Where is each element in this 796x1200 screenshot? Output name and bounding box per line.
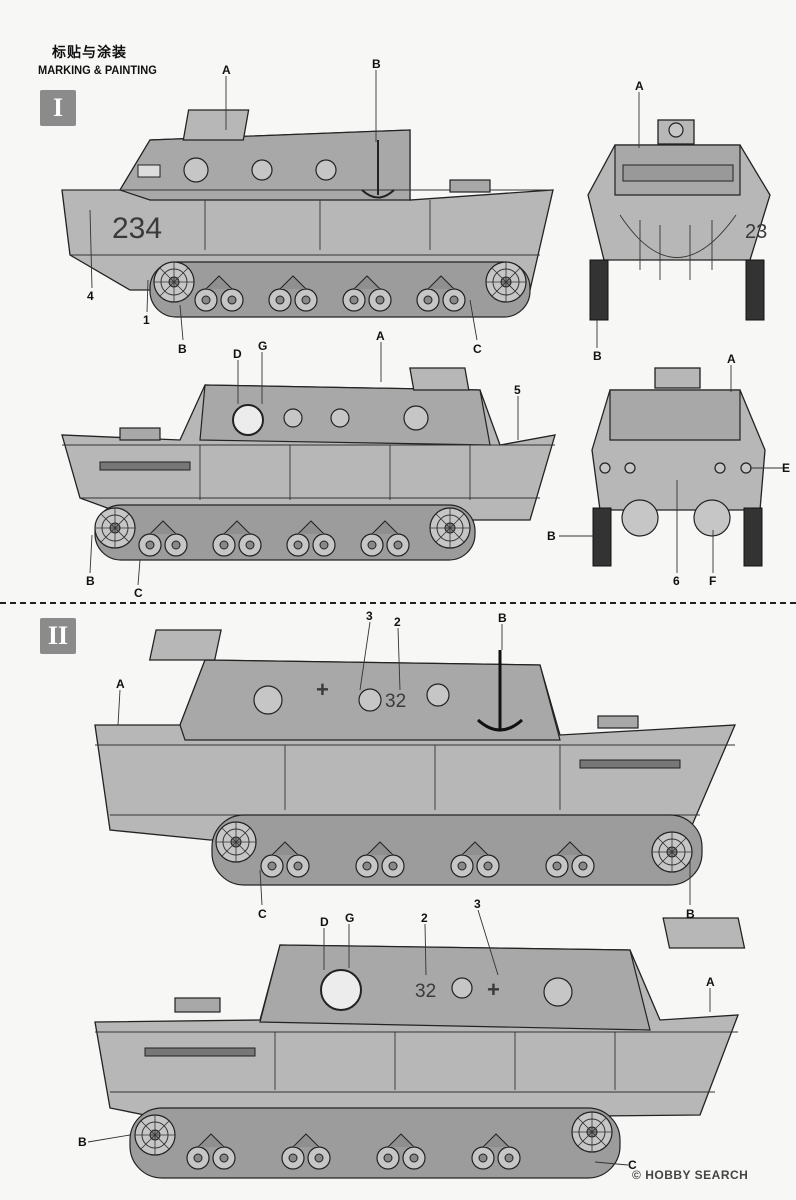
callout-b: B — [178, 342, 187, 356]
callout-f: F — [709, 574, 716, 588]
callout-b: B — [78, 1135, 87, 1149]
vehicle-i-right-side-view: 234 — [61, 109, 554, 318]
callout-2: 2 — [394, 615, 401, 629]
balkenkreuz-cross-left: + — [487, 977, 500, 1002]
callout-labels: A B 4 1 B C A B D G A 5 B C A E B 6 F A … — [78, 57, 790, 1172]
hull-number-32: 32 — [385, 691, 406, 712]
callout-g: G — [258, 339, 267, 353]
callout-3: 3 — [474, 897, 481, 911]
vehicle-i-front-view: 23 — [587, 119, 771, 321]
callout-g: G — [345, 911, 354, 925]
callout-b: B — [547, 529, 556, 543]
callout-a: A — [116, 677, 125, 691]
hull-number-234: 234 — [112, 212, 162, 245]
callout-a: A — [222, 63, 231, 77]
life-ring-icon — [232, 404, 264, 436]
life-ring-icon — [320, 969, 362, 1011]
vehicle-ii-right-side-view: 32 + — [94, 629, 737, 886]
balkenkreuz-cross: + — [316, 677, 329, 702]
callout-a: A — [727, 352, 736, 366]
callout-1: 1 — [143, 313, 150, 327]
callout-b: B — [498, 611, 507, 625]
callout-a: A — [635, 79, 644, 93]
callout-a: A — [706, 975, 715, 989]
section-badge-ii: II — [40, 618, 76, 654]
callout-b: B — [593, 349, 602, 363]
callout-d: D — [320, 915, 329, 929]
section-divider — [0, 602, 796, 604]
callout-3: 3 — [366, 609, 373, 623]
vehicle-i-rear-view — [591, 367, 766, 567]
callout-c: C — [628, 1158, 637, 1172]
callout-c: C — [258, 907, 267, 921]
anchor-decal-icon — [361, 140, 395, 199]
callout-e: E — [782, 461, 790, 475]
watermark-hobby-search: © HOBBY SEARCH — [632, 1168, 749, 1182]
section-badge-i: I — [40, 90, 76, 126]
hull-number-32-left: 32 — [415, 981, 436, 1002]
callout-4: 4 — [87, 289, 94, 303]
marking-title-chinese: 标贴与涂装 — [52, 44, 127, 60]
anchor-decal-icon — [476, 650, 524, 732]
callout-2: 2 — [421, 911, 428, 925]
copyright-icon: © — [632, 1168, 642, 1182]
callout-b: B — [372, 57, 381, 71]
callout-5: 5 — [514, 383, 521, 397]
front-view-hull-number: 23 — [745, 221, 767, 243]
callout-6: 6 — [673, 574, 680, 588]
callout-a: A — [376, 329, 385, 343]
callout-b: B — [86, 574, 95, 588]
vehicle-ii-left-side-view: 32 + — [94, 917, 746, 1179]
vehicle-i-left-side-view — [61, 367, 556, 561]
marking-title-english: MARKING & PAINTING — [38, 63, 157, 77]
callout-c: C — [473, 342, 482, 356]
callout-leaders — [87, 70, 786, 1166]
callout-d: D — [233, 347, 242, 361]
callout-b: B — [686, 907, 695, 921]
callout-c: C — [134, 586, 143, 600]
